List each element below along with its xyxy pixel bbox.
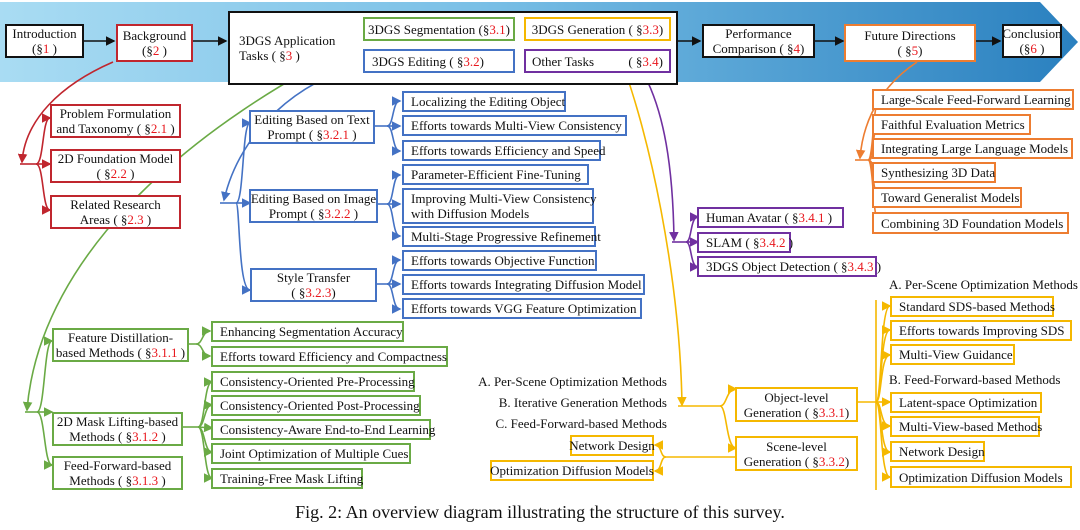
generation-node[interactable]: 3DGS Generation ( §3.3) xyxy=(524,17,671,41)
future-leaf[interactable]: Faithful Evaluation Metrics xyxy=(872,114,1031,135)
background-child-1[interactable]: Problem Formulation and Taxonomy ( §2.1 … xyxy=(50,104,181,138)
editing-leaf[interactable]: Parameter-Efficient Fine-Tuning xyxy=(402,164,589,185)
other-tasks-label: Other Tasks xyxy=(532,53,595,69)
object-leaf[interactable]: Standard SDS-based Methods xyxy=(890,296,1055,317)
object-leaf[interactable]: Optimization Diffusion Models xyxy=(890,466,1072,488)
future-leaf[interactable]: Toward Generalist Models xyxy=(872,187,1022,208)
tasks-label-2: Tasks ( xyxy=(239,48,277,63)
object-leaf[interactable]: Network Design xyxy=(890,441,985,462)
background-node[interactable]: Background (§2 ) xyxy=(116,24,193,62)
other-task-leaf[interactable]: SLAM ( §3.4.2 ) xyxy=(697,232,793,253)
object-leaf[interactable]: Multi-View-based Methods xyxy=(890,416,1042,437)
future-label: Future Directions xyxy=(864,28,956,43)
future-leaf[interactable]: Integrating Large Language Models xyxy=(872,138,1073,159)
tasks-label-1: 3DGS Application xyxy=(239,33,336,48)
scene-leaf[interactable]: Network Design xyxy=(569,435,655,456)
editing-label: 3DGS Editing ( § xyxy=(372,53,464,69)
other-task-leaf[interactable]: Human Avatar ( §3.4.1 ) xyxy=(697,207,844,228)
other-tasks-node[interactable]: Other Tasks ( §3.4) xyxy=(524,49,671,73)
editing-leaf[interactable]: Efforts towards Efficiency and Speed xyxy=(402,140,605,161)
editing-text-prompt-node[interactable]: Editing Based on Text Prompt ( §3.2.1 ) xyxy=(249,110,375,144)
generation-label: 3DGS Generation ( § xyxy=(531,21,643,37)
object-level-generation-node[interactable]: Object-level Generation ( §3.3.1) xyxy=(735,387,858,422)
object-leaf[interactable]: Latent-space Optimization xyxy=(890,392,1042,413)
segmentation-section-number: 3.1 xyxy=(489,21,506,37)
performance-section-number: 4 xyxy=(793,41,801,56)
segmentation-leaf[interactable]: Joint Optimization of Multiple Cues xyxy=(211,443,411,464)
segmentation-leaf[interactable]: Efforts toward Efficiency and Compactnes… xyxy=(211,346,448,367)
editing-node[interactable]: 3DGS Editing ( §3.2) xyxy=(363,49,515,73)
conclusion-node[interactable]: Conclusion (§6 ) xyxy=(1002,24,1062,58)
future-leaf[interactable]: Synthesizing 3D Data xyxy=(872,162,996,183)
future-directions-node[interactable]: Future Directions ( §5) xyxy=(844,24,976,62)
editing-leaf[interactable]: Efforts towards Objective Function xyxy=(402,250,597,271)
scene-leaf[interactable]: Optimization Diffusion Models xyxy=(490,460,654,481)
scene-group-heading: B. Iterative Generation Methods xyxy=(498,395,667,410)
object-leaf[interactable]: Multi-View Guidance xyxy=(890,344,1015,365)
introduction-section-number: 1 xyxy=(42,41,50,56)
object-group-heading-b: B. Feed-Forward-based Methods xyxy=(889,372,1061,387)
tasks-section-number: 3 xyxy=(285,48,293,63)
segmentation-leaf[interactable]: Training-Free Mask Lifting xyxy=(211,468,363,489)
style-transfer-node[interactable]: Style Transfer ( §3.2.3) xyxy=(250,268,377,302)
performance-node[interactable]: Performance Comparison ( §4) xyxy=(702,24,815,58)
background-child-3[interactable]: Related Research Areas ( §2.3 ) xyxy=(50,195,181,229)
generation-section-number: 3.3 xyxy=(642,21,659,37)
future-leaf[interactable]: Large-Scale Feed-Forward Learning xyxy=(872,89,1074,110)
conclusion-label: Conclusion xyxy=(1002,26,1062,41)
feed-forward-node[interactable]: Feed-Forward-based Methods ( §3.1.3 ) xyxy=(52,456,183,490)
segmentation-leaf[interactable]: Enhancing Segmentation Accuracy xyxy=(211,321,404,342)
editing-leaf[interactable]: Localizing the Editing Object xyxy=(402,91,566,112)
background-label: Background xyxy=(122,28,187,43)
segmentation-node[interactable]: 3DGS Segmentation (§3.1) xyxy=(363,17,515,41)
segmentation-leaf[interactable]: Consistency-Oriented Post-Processing xyxy=(211,395,421,416)
other-task-leaf[interactable]: 3DGS Object Detection ( §3.4.3 ) xyxy=(697,256,881,277)
feature-distillation-node[interactable]: Feature Distillation- based Methods ( §3… xyxy=(52,328,189,362)
object-group-heading-a: A. Per-Scene Optimization Methods xyxy=(889,277,1078,292)
segmentation-label: 3DGS Segmentation (§ xyxy=(368,21,490,37)
scene-level-generation-node[interactable]: Scene-level Generation ( §3.3.2) xyxy=(735,436,858,471)
scene-group-heading: A. Per-Scene Optimization Methods xyxy=(478,374,667,389)
future-leaf[interactable]: Combining 3D Foundation Models xyxy=(872,212,1069,234)
future-section-number: 5 xyxy=(911,43,919,58)
editing-leaf[interactable]: Efforts towards Integrating Diffusion Mo… xyxy=(402,274,645,295)
introduction-node[interactable]: Introduction (§1 ) xyxy=(5,24,84,58)
editing-leaf[interactable]: Efforts towards Multi-View Consistency xyxy=(402,115,627,136)
editing-leaf[interactable]: Multi-Stage Progressive Refinement xyxy=(402,226,601,247)
segmentation-leaf[interactable]: Consistency-Aware End-to-End Learning xyxy=(211,419,435,440)
editing-leaf[interactable]: Improving Multi-View Consistency with Di… xyxy=(402,188,597,224)
figure-caption: Fig. 2: An overview diagram illustrating… xyxy=(295,502,785,522)
performance-label-1: Performance xyxy=(725,26,792,41)
mask-lifting-node[interactable]: 2D Mask Lifting-based Methods ( §3.1.2 ) xyxy=(52,412,183,446)
background-section-number: 2 xyxy=(152,43,160,58)
background-child-2[interactable]: 2D Foundation Model ( §2.2 ) xyxy=(50,149,181,183)
other-tasks-section-number: 3.4 xyxy=(642,53,659,69)
object-leaf[interactable]: Efforts towards Improving SDS xyxy=(890,320,1072,341)
editing-image-prompt-node[interactable]: Editing Based on Image Prompt ( §3.2.2 ) xyxy=(249,189,378,223)
editing-leaf[interactable]: Efforts towards VGG Feature Optimization xyxy=(402,298,642,319)
scene-group-heading: C. Feed-Forward-based Methods xyxy=(495,416,668,431)
introduction-label: Introduction xyxy=(12,26,77,41)
conclusion-section-number: 6 xyxy=(1030,41,1037,56)
editing-section-number: 3.2 xyxy=(463,53,480,69)
segmentation-leaf[interactable]: Consistency-Oriented Pre-Processing xyxy=(211,371,415,392)
